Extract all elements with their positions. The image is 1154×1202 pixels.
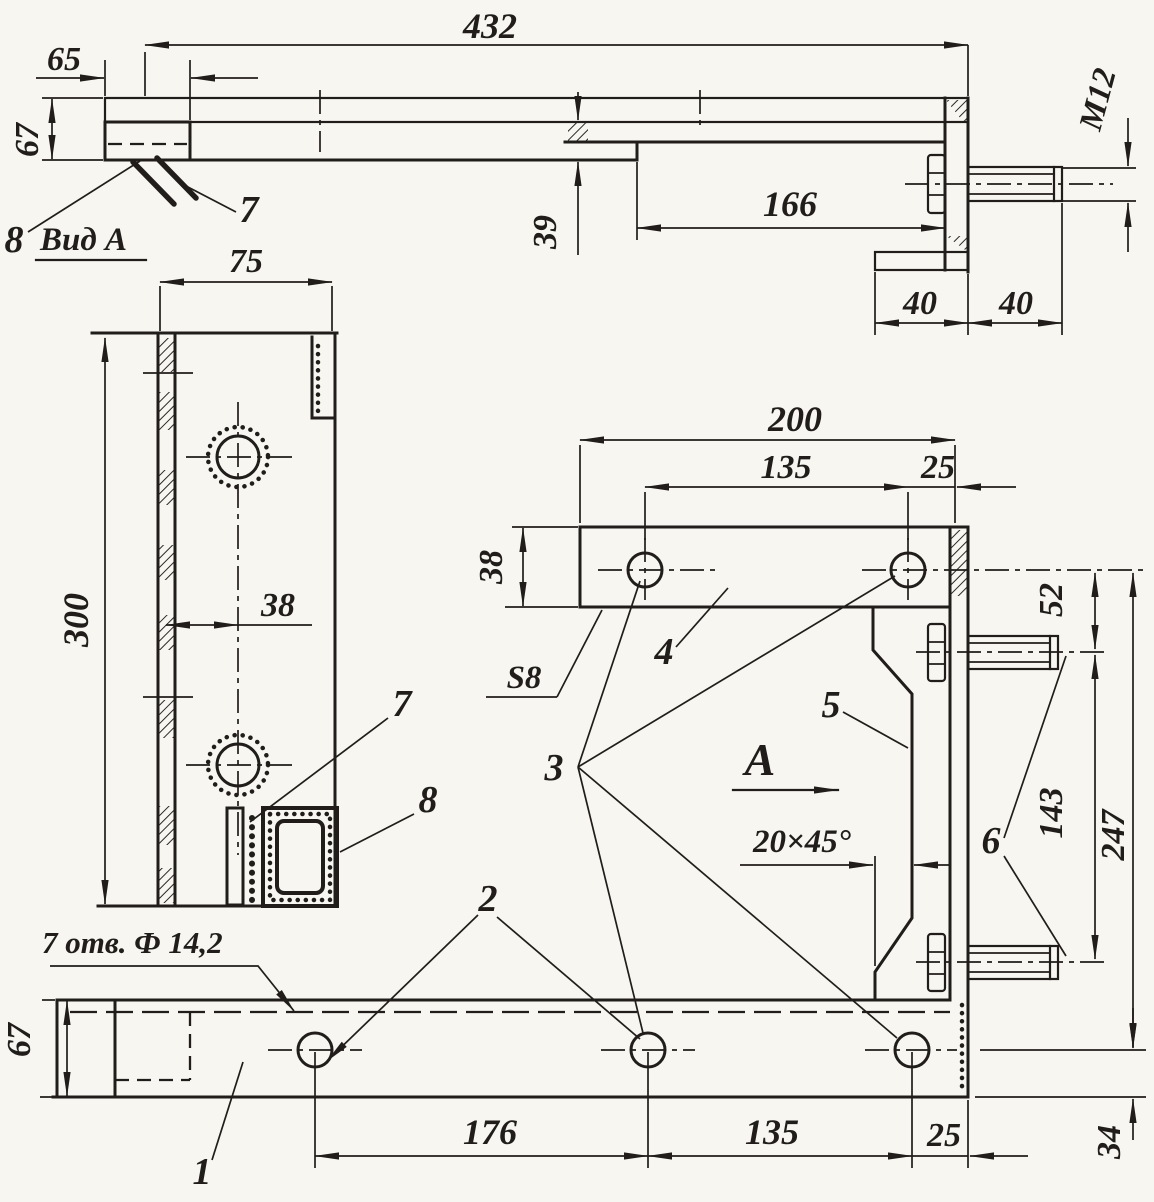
- dim-40-right: 40: [998, 285, 1033, 322]
- dim-bar-length: 200: [767, 399, 822, 439]
- channel-8-section: [261, 806, 339, 908]
- dim-thread: M12: [1073, 65, 1124, 136]
- bolt-upper: [916, 622, 1105, 683]
- holes-note-leader: [50, 965, 295, 1012]
- part-3-leaders: [577, 575, 898, 1039]
- dim-end-offset: 34: [1091, 1125, 1128, 1160]
- dim-left-height: 67: [9, 121, 46, 157]
- front-view: 200 135 25 38 S8 20×45° А 52 143 247 34: [326, 399, 1146, 1160]
- dim-hole-pitch-1: 176: [463, 1112, 517, 1152]
- dim-plate-height: 300: [56, 593, 96, 648]
- part-label-5: 5: [822, 684, 841, 726]
- base-plate-section: [103, 96, 970, 124]
- part-label-7-side: 7: [393, 683, 414, 725]
- weld-patch: [951, 530, 967, 596]
- weld-mark: [130, 159, 177, 207]
- chamfer-note: 20×45°: [752, 824, 851, 860]
- bolt-lower: [916, 932, 1105, 993]
- left-end-block: [103, 120, 192, 162]
- bolt-top-view: [905, 153, 1113, 215]
- dim-hole-span: 135: [761, 449, 812, 486]
- top-channel-section: [310, 335, 337, 420]
- hole-viewa-lower: [186, 732, 292, 798]
- thickness-note: S8: [507, 660, 542, 696]
- weld-patch: [568, 122, 588, 142]
- bottom-view: 67 176 135 25 1: [1, 995, 1028, 1193]
- dim-plate-depth: 67: [1, 1021, 38, 1057]
- part-label-2: 2: [478, 878, 498, 920]
- view-a-caption: Вид А: [39, 222, 127, 258]
- dim-hole-offset: 38: [260, 587, 295, 624]
- top-section-view: 432 65 67 39 166 40 40 M12 8 7: [5, 6, 1136, 335]
- dim-inner-length: 166: [763, 184, 817, 224]
- dim-hole-edge-bottom: 25: [926, 1117, 961, 1154]
- flat-bar-7-section: [225, 806, 245, 907]
- part-label-8: 8: [5, 219, 24, 261]
- plate-edge-hatch: [159, 338, 174, 903]
- dim-40-left: 40: [902, 285, 937, 322]
- dim-hole-pitch-2: 135: [745, 1112, 799, 1152]
- dim-step: 39: [527, 215, 564, 250]
- section-arrow-letter: А: [742, 734, 776, 785]
- dim-hole-edge: 25: [920, 449, 955, 486]
- dim-left-offset: 65: [47, 41, 81, 78]
- dim-top-length: 432: [462, 6, 517, 46]
- side-view-a: Вид А: [34, 222, 438, 1012]
- part-label-6: 6: [982, 820, 1001, 862]
- part-label-4: 4: [654, 631, 674, 673]
- gusset-plate-5: [871, 605, 914, 999]
- part-label-3: 3: [544, 747, 564, 789]
- part-label-8-side: 8: [419, 779, 438, 821]
- part-label-1: 1: [193, 1151, 212, 1193]
- lower-angle-bracket-section: [873, 250, 970, 272]
- bottom-holes: [268, 1031, 957, 1069]
- dim-bolt-offset: 52: [1033, 583, 1070, 617]
- dim-bolt-span: 143: [1033, 788, 1070, 839]
- dim-bar-width: 38: [473, 550, 510, 585]
- dim-plate-width: 75: [229, 243, 263, 280]
- weld-mark: [154, 155, 199, 201]
- dim-total-height: 247: [1095, 808, 1132, 862]
- part-label-7: 7: [240, 189, 261, 231]
- holes-note: 7 отв. Ф 14,2: [42, 925, 223, 960]
